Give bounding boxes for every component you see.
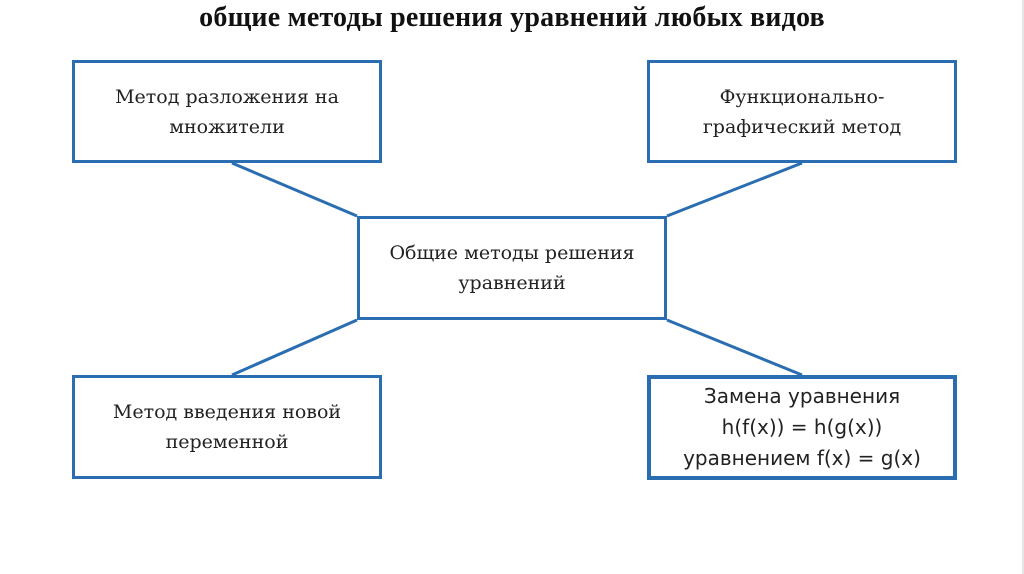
connector-center-bottom-right: [666, 318, 803, 377]
method-label: Метод разложения на множители: [115, 85, 339, 138]
method-box-new-variable: Метод введения новой переменной: [72, 375, 382, 479]
connector-center-top-right: [666, 161, 803, 218]
connector-center-bottom-left: [231, 318, 358, 377]
method-label: Функционально- графический метод: [702, 85, 902, 138]
central-box-general-methods: Общие методы решения уравнений: [357, 216, 667, 320]
method-box-functional-graphic: Функционально- графический метод: [647, 60, 957, 163]
formula-label: Замена уравнения h(f(x)) = h(g(x)) уравн…: [683, 384, 921, 470]
page-title: общие методы решения уравнений любых вид…: [199, 2, 825, 33]
central-label: Общие методы решения уравнений: [389, 242, 635, 294]
connector-center-top-left: [231, 161, 358, 218]
page-edge: [1022, 0, 1024, 574]
method-box-equation-replacement: Замена уравнения h(f(x)) = h(g(x)) уравн…: [647, 375, 957, 480]
method-label: Метод введения новой переменной: [112, 401, 342, 453]
method-box-factorization: Метод разложения на множители: [72, 60, 382, 163]
